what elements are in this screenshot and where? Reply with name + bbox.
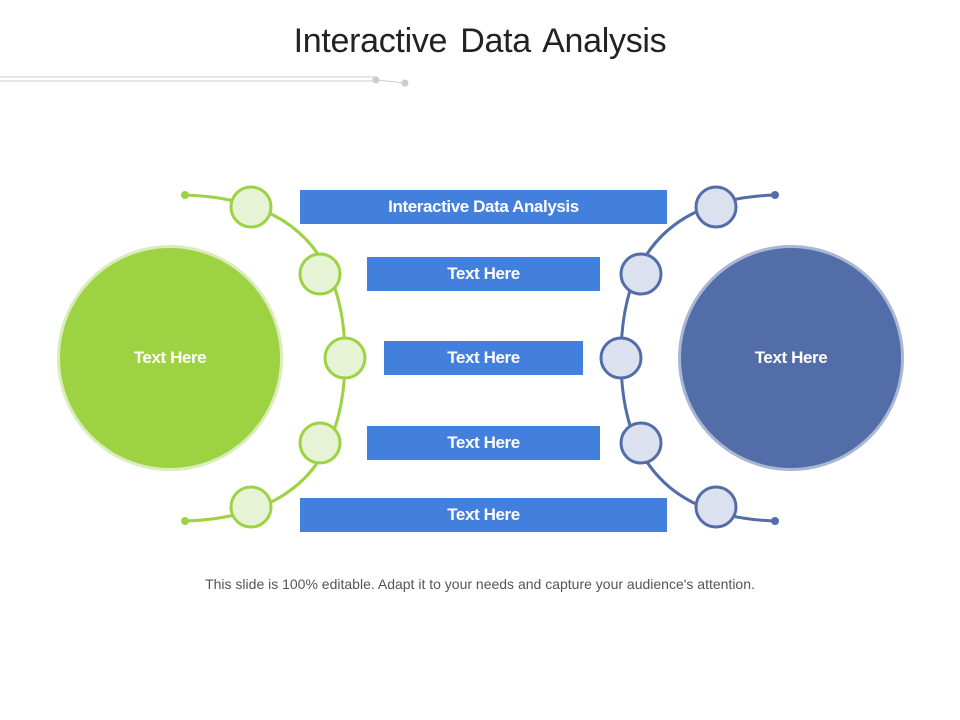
left-arc-end-dot xyxy=(181,191,189,199)
bar-1: Interactive Data Analysis xyxy=(300,190,667,224)
bar-2: Text Here xyxy=(367,257,600,291)
left-node-4 xyxy=(298,421,342,465)
left-node-3 xyxy=(323,336,367,380)
left-arc-end-dot xyxy=(181,517,189,525)
left-node-1 xyxy=(229,185,273,229)
title-divider xyxy=(0,76,409,87)
left-circle-label: Text Here xyxy=(133,348,207,367)
right-arc-end-dot xyxy=(771,191,779,199)
right-arc-end-dot xyxy=(771,517,779,525)
right-big-circle xyxy=(681,248,901,468)
right-node-2 xyxy=(619,252,663,296)
right-node-5 xyxy=(694,485,738,529)
right-node-1 xyxy=(694,185,738,229)
left-node-2 xyxy=(298,252,342,296)
right-node-3 xyxy=(599,336,643,380)
right-node-4 xyxy=(619,421,663,465)
bar-4: Text Here xyxy=(367,426,600,460)
left-node-5 xyxy=(229,485,273,529)
left-big-circle xyxy=(60,248,280,468)
footer-note: This slide is 100% editable. Adapt it to… xyxy=(205,576,755,592)
page-title: Interactive Data Analysis xyxy=(293,22,667,60)
bar-3: Text Here xyxy=(384,341,583,375)
right-circle-label: Text Here xyxy=(754,348,828,367)
bar-5: Text Here xyxy=(300,498,667,532)
